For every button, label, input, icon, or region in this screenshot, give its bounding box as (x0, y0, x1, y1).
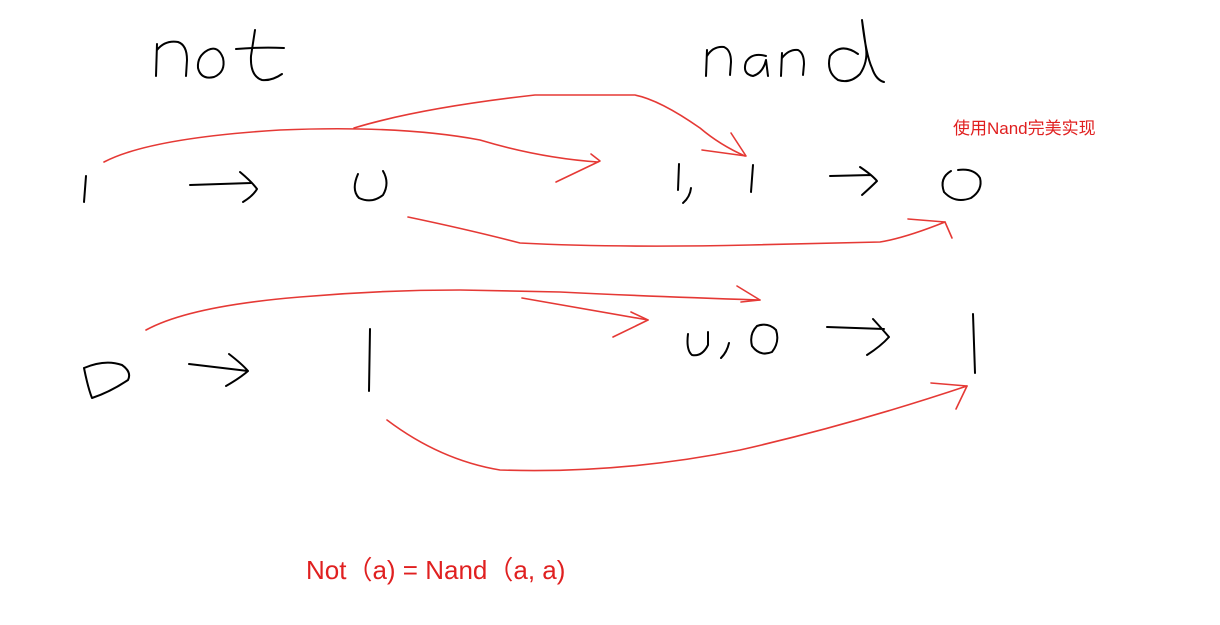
row1-output-arrow (407, 216, 946, 247)
row2-nand-arrow (826, 318, 890, 356)
note-nand-implementation: 使用Nand完美实现 (953, 119, 1096, 138)
row2-nand-output-digit (972, 313, 976, 374)
row1-output-arrowhead (907, 218, 953, 239)
row1-input-arrowhead (555, 153, 601, 183)
row1-not-output-digit (353, 170, 388, 202)
row1-nand-inputs (677, 163, 754, 204)
formula-text: Not（a) = Nand（a, a) (306, 555, 566, 585)
row1-second-arrowhead (701, 132, 747, 157)
row1-ink (83, 163, 982, 204)
row2-input-arrowhead (736, 285, 761, 303)
row2-nand-inputs (686, 323, 779, 359)
row1-arrow (189, 171, 258, 203)
mapping-arrows (103, 94, 968, 472)
row2-input-arrow (145, 289, 761, 331)
row1-input-to-nand-arrow (103, 127, 599, 163)
row1-input-second-arrow (353, 94, 746, 157)
heading-not (155, 29, 285, 82)
row1-input-digit (83, 175, 87, 203)
row2-input-digit (83, 361, 131, 399)
heading-nand (705, 19, 885, 83)
row2-arrow (188, 353, 249, 387)
row2-ink (83, 313, 976, 399)
row2-output-arrowhead (930, 382, 968, 410)
row2-output-arrow (386, 385, 968, 472)
row2-input-second-arrow (521, 297, 649, 321)
row1-nand-output-digit (941, 168, 982, 201)
row1-nand-arrow (829, 166, 878, 196)
row2-second-arrowhead (612, 311, 649, 338)
row2-not-output-digit (368, 328, 371, 392)
